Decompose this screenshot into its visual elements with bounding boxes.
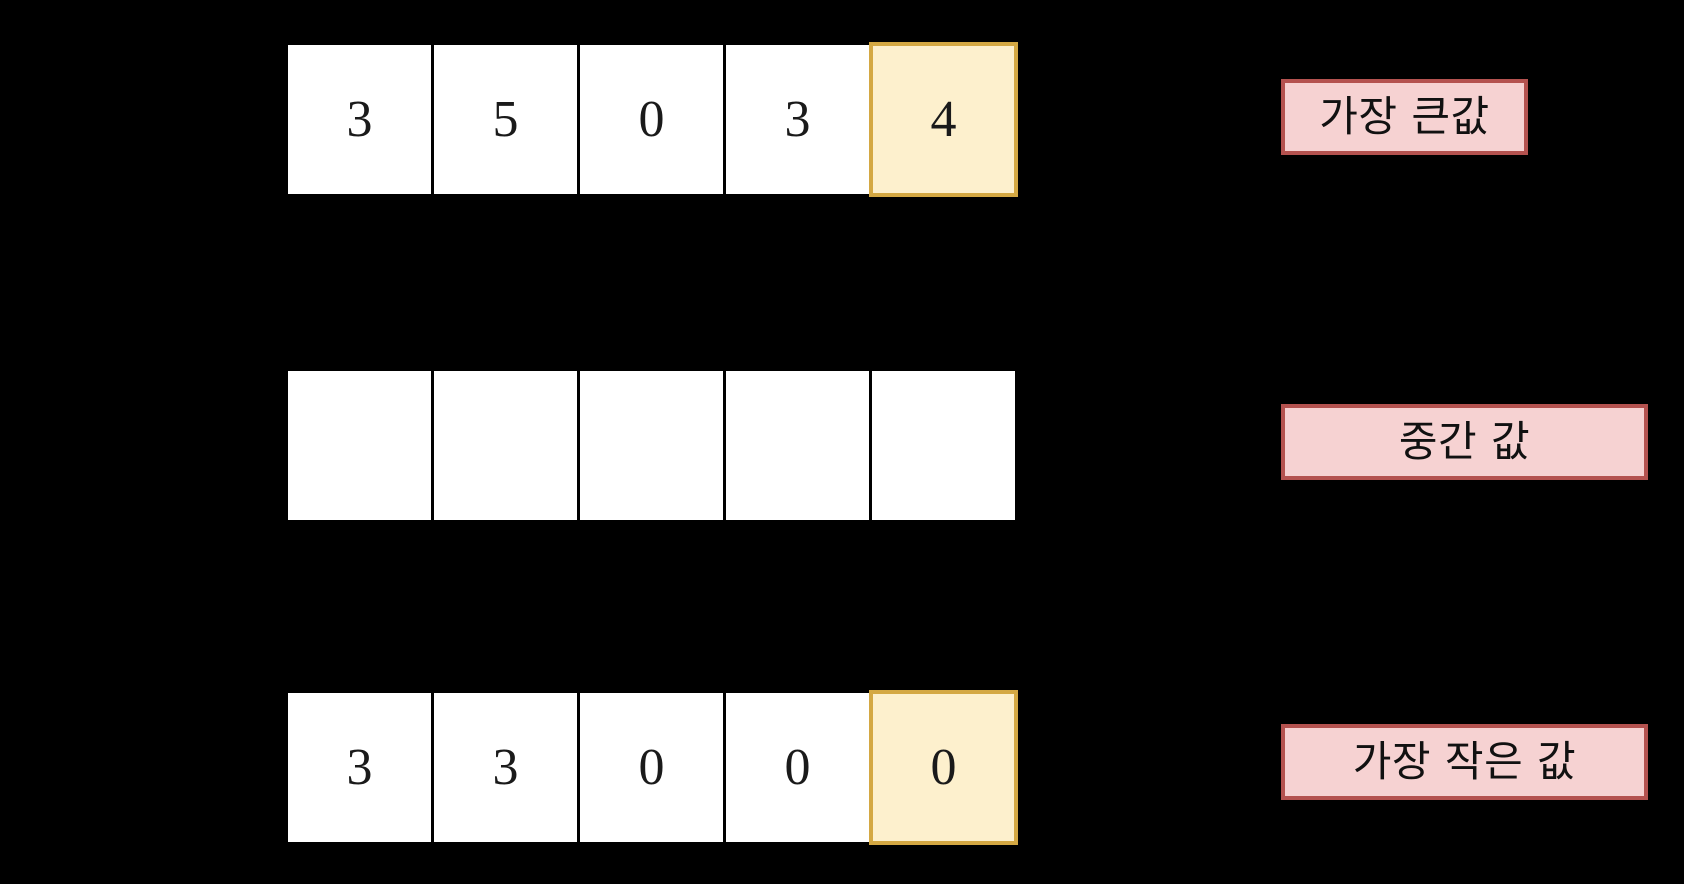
array-cell[interactable]: 3 (723, 42, 872, 197)
array-cell-highlighted[interactable]: 4 (869, 42, 1018, 197)
array-row-bottom: 3 3 0 0 0 (285, 690, 1018, 845)
array-cell-highlighted[interactable]: 0 (869, 690, 1018, 845)
array-cell[interactable] (723, 368, 872, 523)
array-cell[interactable]: 0 (577, 690, 726, 845)
array-cell[interactable] (577, 368, 726, 523)
label-middle-value: 중간 값 (1281, 404, 1648, 480)
array-cell[interactable]: 0 (577, 42, 726, 197)
array-cell[interactable] (869, 368, 1018, 523)
array-cell[interactable] (431, 368, 580, 523)
array-cell[interactable]: 3 (285, 690, 434, 845)
array-cell[interactable]: 3 (431, 690, 580, 845)
label-largest-value: 가장 큰값 (1281, 79, 1528, 155)
array-row-middle (285, 368, 1018, 523)
array-cell[interactable]: 3 (285, 42, 434, 197)
label-smallest-value: 가장 작은 값 (1281, 724, 1648, 800)
array-cell[interactable] (285, 368, 434, 523)
array-cell[interactable]: 5 (431, 42, 580, 197)
array-cell[interactable]: 0 (723, 690, 872, 845)
array-row-top: 3 5 0 3 4 (285, 42, 1018, 197)
